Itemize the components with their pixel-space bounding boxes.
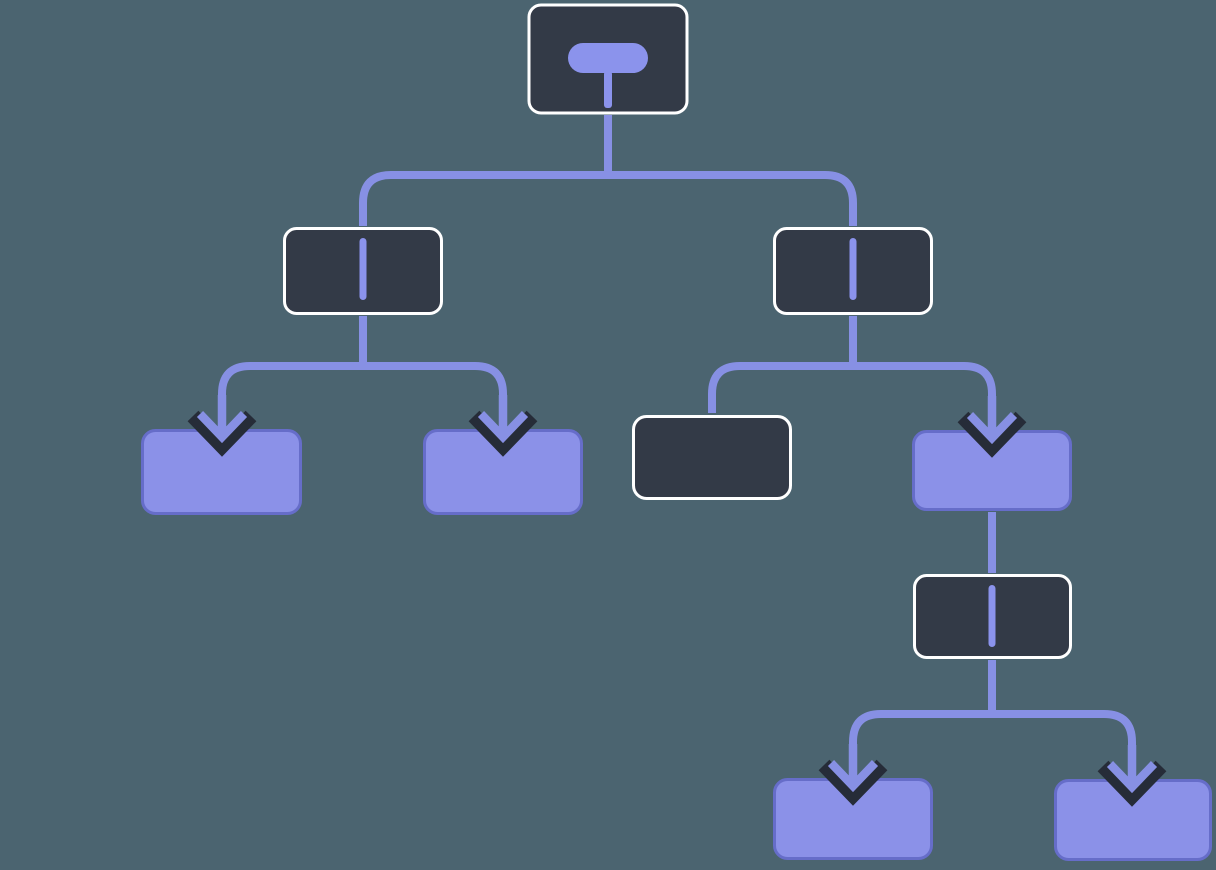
arrowhead-down-icon — [1106, 745, 1158, 794]
arrowhead-down-icon — [827, 744, 879, 793]
chevron-down-icon — [187, 410, 257, 457]
edge-branch-bottom-to-leaf-6 — [992, 710, 1136, 750]
arrowhead-down-icon — [477, 395, 529, 444]
edge-branch-left-to-leaf-1 — [218, 362, 363, 400]
root-pill-stem-icon — [604, 71, 612, 108]
edge-branch-bottom-to-leaf-5 — [849, 710, 992, 749]
node-branch-left[interactable] — [283, 227, 443, 315]
edge-branch-right-to-mid-4 — [853, 362, 996, 401]
edge-root-to-branch-right — [608, 171, 857, 226]
chevron-down-icon — [1097, 760, 1167, 807]
arrow-tip-layer — [196, 395, 1158, 794]
arrowhead-down-icon — [196, 395, 248, 444]
vertical-bar-icon — [849, 238, 857, 300]
node-branch-right[interactable] — [773, 227, 933, 315]
edge-branch-left-to-leaf-2 — [363, 362, 507, 400]
node-layer — [141, 3, 1212, 861]
chevron-down-icon — [818, 759, 888, 806]
vertical-bar-icon — [359, 238, 367, 300]
vertical-bar-icon — [988, 585, 996, 647]
chevron-down-icon — [468, 410, 538, 457]
chevron-marker-layer — [187, 410, 1167, 807]
chevron-down-icon — [957, 411, 1027, 458]
node-branch-bottom[interactable] — [913, 574, 1072, 659]
root-pill-icon — [568, 43, 648, 73]
node-leaf-3-box[interactable] — [632, 415, 792, 500]
edge-root-to-branch-left — [359, 171, 608, 226]
edge-branch-right-to-leaf-3 — [708, 362, 853, 413]
edge-layer — [218, 115, 1136, 750]
node-leaf-3[interactable] — [632, 415, 792, 500]
arrowhead-down-icon — [966, 396, 1018, 445]
node-root[interactable] — [527, 3, 689, 115]
